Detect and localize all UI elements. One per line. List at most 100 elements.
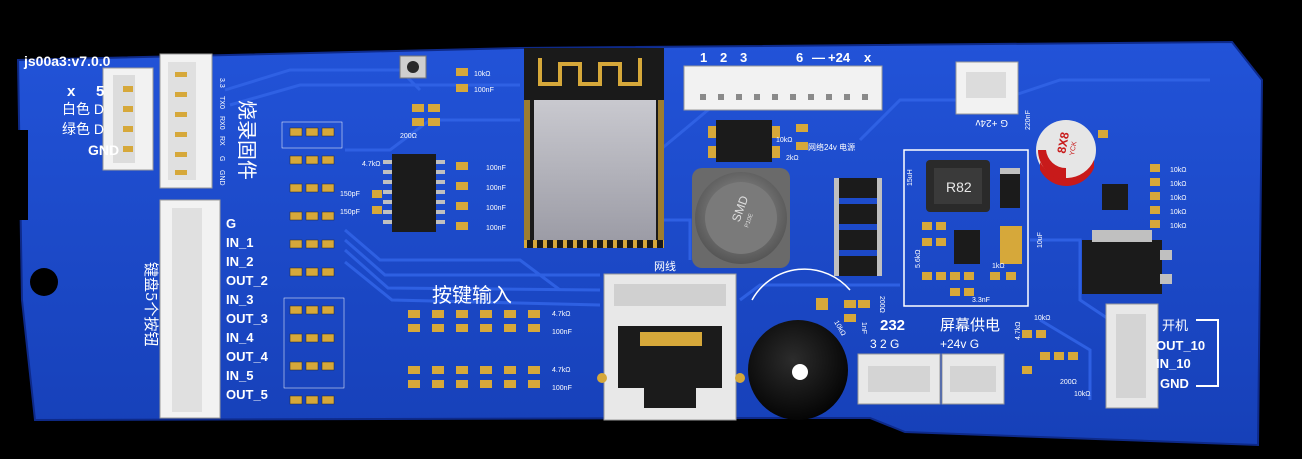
burn-pin: TX0 xyxy=(218,96,225,109)
io-pin-in2: IN_2 xyxy=(226,254,253,269)
smd-protect xyxy=(796,124,808,150)
res-label: 10kΩ xyxy=(1170,167,1187,174)
cap-label: 150pF xyxy=(340,209,360,216)
top-pin-3: 3 xyxy=(740,50,747,65)
cap-label: 3.3nF xyxy=(972,297,990,304)
io-pin-out2: OUT_2 xyxy=(226,273,268,288)
res-label: 10kΩ xyxy=(776,137,793,144)
mount-hole xyxy=(1262,256,1290,288)
right-connector-labels: 开机 OUT_10 IN_10 GND xyxy=(1156,319,1205,391)
res-label: 10kΩ xyxy=(1170,181,1187,188)
top-header xyxy=(683,65,883,111)
inductor-sub: P10E xyxy=(744,213,755,229)
top-pin-2: 2 xyxy=(720,50,727,65)
left-label-x: x xyxy=(67,83,76,100)
out10-label: OUT_10 xyxy=(1156,338,1205,353)
res-label: 200Ω xyxy=(878,296,885,313)
ethernet-label: 网线 xyxy=(654,259,676,273)
left-label-gnd: GND xyxy=(88,142,119,158)
io-header xyxy=(159,199,221,419)
burn-header xyxy=(159,53,213,189)
io-pin-g: G xyxy=(226,216,236,231)
inductor-smd xyxy=(692,168,790,268)
voltage-regulator xyxy=(1082,230,1172,294)
inductor-r82-sub: 15uH xyxy=(907,169,914,186)
res-label: 10kΩ xyxy=(1074,391,1091,398)
power-label: G +24v xyxy=(975,117,1008,128)
top-header-labels: 1 2 3 6 — +24 x xyxy=(700,50,872,65)
buzzer xyxy=(748,320,848,420)
top-pin-24: +24 xyxy=(828,50,851,65)
smd-mid xyxy=(372,104,468,230)
smd-top xyxy=(456,68,468,92)
board-notch xyxy=(0,130,28,220)
inductor-r82-label: R82 xyxy=(946,179,972,195)
board-version: js00a3:v7.0.0 xyxy=(23,53,111,69)
top-pin-x: x xyxy=(864,50,872,65)
burn-pin: RX0 xyxy=(218,116,225,130)
gnd-label: GND xyxy=(1160,376,1189,391)
rs232-pins: 3 2 G xyxy=(870,337,899,351)
boot-label: 开机 xyxy=(1162,319,1188,334)
cap-label: 220nF xyxy=(1025,110,1032,130)
buzzer-smd xyxy=(816,298,870,322)
res-label: 4.7kΩ xyxy=(362,161,380,168)
io-pin-labels: G IN_1 IN_2 OUT_2 IN_3 OUT_3 IN_4 OUT_4 … xyxy=(226,216,269,402)
burn-pin: 3.3 xyxy=(218,78,225,88)
burn-pin: RX xyxy=(218,136,225,146)
keys-input-label: 按键输入 xyxy=(432,283,512,307)
smd-right xyxy=(1098,130,1160,228)
left-connector xyxy=(102,67,154,171)
ic-soic xyxy=(383,154,445,232)
diodes xyxy=(834,178,882,276)
cap-label: 100nF xyxy=(474,87,494,94)
screen-power-label: 屏幕供电 xyxy=(940,316,1000,334)
buck-smd xyxy=(922,168,1022,296)
cap-label: 100nF xyxy=(552,329,572,336)
protect-chip xyxy=(708,120,780,162)
in10-label: IN_10 xyxy=(1156,356,1191,371)
cap-label: 100nF xyxy=(486,185,506,192)
io-pin-in5: IN_5 xyxy=(226,368,253,383)
cap-label: 100nF xyxy=(486,165,506,172)
burn-pin: GND xyxy=(218,170,225,186)
io-pin-in4: IN_4 xyxy=(226,330,254,345)
burn-pin-labels: 3.3 TX0 RX0 RX G GND xyxy=(218,78,225,186)
cap-elec-sub: YCK xyxy=(1069,141,1078,157)
res-label: 200Ω xyxy=(1060,379,1077,386)
io-pin-out4: OUT_4 xyxy=(226,349,269,364)
cap-label: 100nF xyxy=(486,225,506,232)
wifi-module xyxy=(524,48,664,248)
res-label: 4.7kΩ xyxy=(552,367,570,374)
io-pin-out5: OUT_5 xyxy=(226,387,268,402)
tactile-button xyxy=(399,55,427,79)
left-label-white: 白色 D xyxy=(62,101,104,117)
cap-label: 150pF xyxy=(340,191,360,198)
cap-label: 100nF xyxy=(552,385,572,392)
burn-title: 烧录固件 xyxy=(235,100,259,180)
cap-label: 100nF xyxy=(486,205,506,212)
res-label: 10kΩ xyxy=(474,71,491,78)
key-input-smd xyxy=(408,310,540,388)
cap-elec-label: 8X8 xyxy=(1054,131,1072,155)
res-label: 10kΩ xyxy=(1170,209,1187,216)
io-pin-in3: IN_3 xyxy=(226,292,253,307)
buzzer-outline xyxy=(751,268,851,301)
top-pin-dash: — xyxy=(812,50,825,65)
smd-bottom-right xyxy=(1022,330,1078,374)
inductor-r82 xyxy=(926,160,990,212)
cap-label: 1nF xyxy=(860,322,867,334)
rj45-jack xyxy=(597,273,745,421)
rs232-connector xyxy=(857,353,941,405)
buck-outline xyxy=(903,149,1029,307)
res-label: 10kΩ xyxy=(1170,195,1187,202)
ic-msop xyxy=(1102,184,1128,210)
electrolytic-cap xyxy=(1036,120,1096,186)
res-label: 200Ω xyxy=(400,133,417,140)
io-pin-in1: IN_1 xyxy=(226,235,253,250)
rs232-label: 232 xyxy=(880,317,905,334)
io-pin-out3: OUT_3 xyxy=(226,311,268,326)
res-label: 4.7kΩ xyxy=(552,311,570,318)
smd-column xyxy=(281,121,345,405)
